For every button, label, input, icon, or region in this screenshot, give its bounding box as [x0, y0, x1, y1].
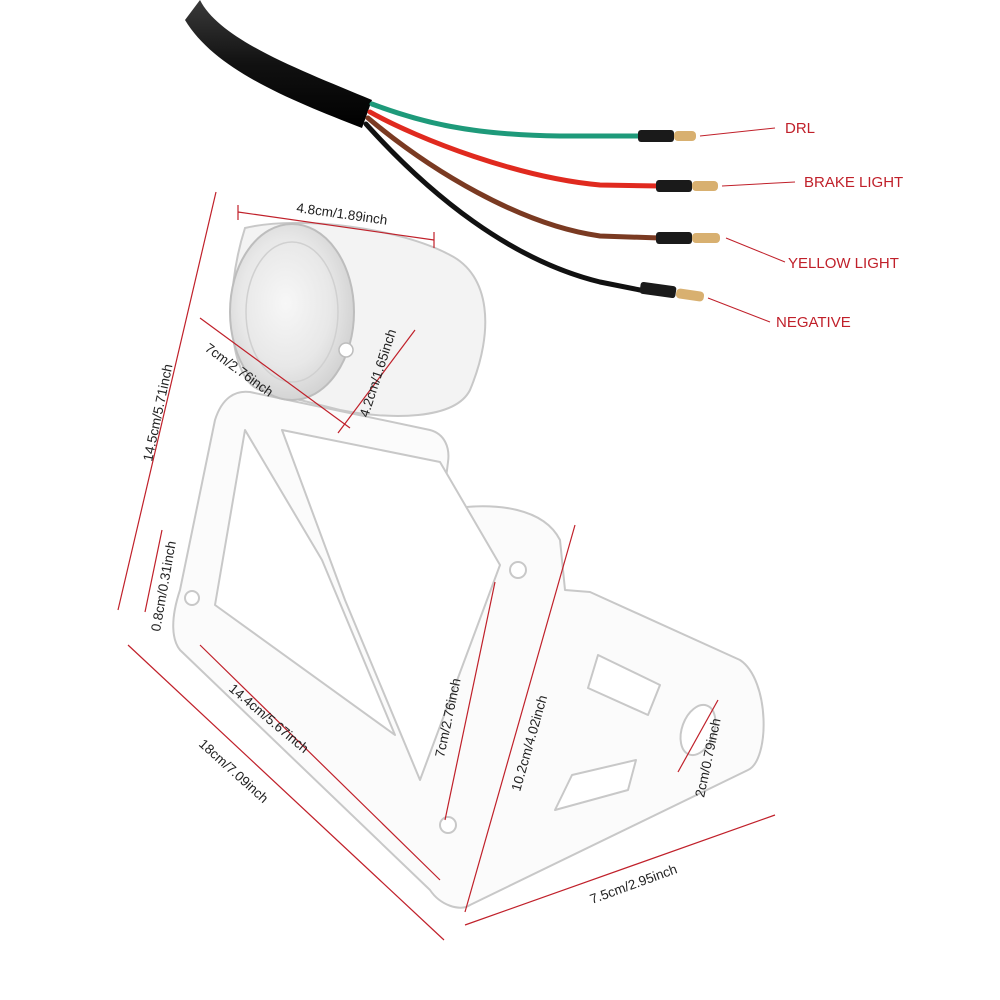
- wire-label-drl: DRL: [785, 120, 815, 137]
- connector-drl: [638, 130, 696, 142]
- dim-total-length: 18cm/7.09inch: [196, 736, 271, 806]
- wire-label-negative: NEGATIVE: [776, 314, 851, 331]
- wire-yellow: [365, 115, 663, 241]
- connector-yellow: [656, 232, 720, 244]
- wire-brake: [367, 109, 663, 189]
- wire-label-yellow: YELLOW LIGHT: [788, 255, 899, 272]
- dim-bracket-width: 7.5cm/2.95inch: [588, 861, 679, 906]
- connector-negative: [639, 281, 705, 302]
- wire-negative: [363, 121, 643, 293]
- wire-drl: [369, 101, 643, 139]
- wire-label-brake: BRAKE LIGHT: [804, 174, 903, 191]
- wire-pointers: [699, 127, 796, 323]
- license-plate-bracket: [172, 390, 765, 909]
- dimension-lines: [117, 191, 776, 941]
- cable: [185, 0, 720, 302]
- connector-brake: [656, 180, 718, 192]
- dim-total-height: 14.5cm/5.71inch: [140, 363, 175, 463]
